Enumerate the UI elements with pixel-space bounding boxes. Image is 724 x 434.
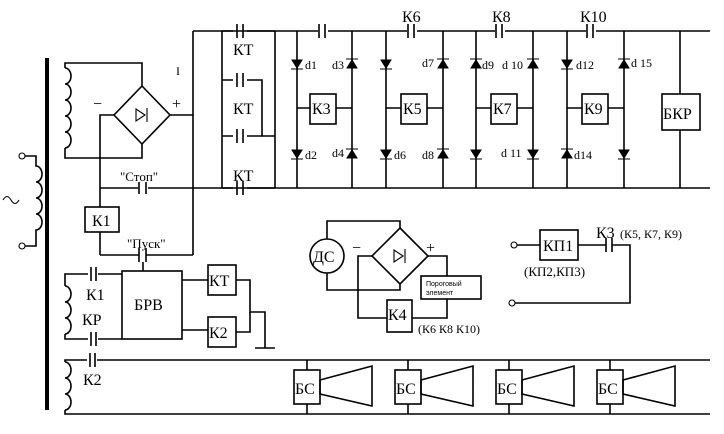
kt-top-label: КТ bbox=[233, 42, 254, 59]
d14-label: d14 bbox=[574, 148, 592, 162]
d10-label: d 10 bbox=[502, 58, 523, 72]
secondary-winding-top bbox=[64, 62, 143, 159]
k4-label: К4 bbox=[388, 307, 407, 324]
kt-mid-label: КТ bbox=[233, 101, 254, 118]
stop-label: "Стоп" bbox=[120, 169, 158, 184]
d3-label: d3 bbox=[332, 58, 344, 72]
k6-contact-label: К6 bbox=[402, 9, 421, 26]
kp-note: (КП2,КП3) bbox=[524, 264, 585, 279]
kr-contact-label: КР bbox=[82, 312, 102, 329]
k5-label: К5 bbox=[403, 101, 422, 118]
bs-unit-1: БС bbox=[293, 360, 373, 414]
d4-label: d4 bbox=[332, 146, 344, 160]
k3-label: К3 bbox=[312, 101, 331, 118]
k9-label: К9 bbox=[584, 101, 603, 118]
kp1-branch: КП1 (КП2,КП3) К3 (К5, К7, К9) bbox=[508, 225, 682, 307]
relay-k3 bbox=[309, 93, 337, 125]
d9-label: d9 bbox=[482, 58, 494, 72]
k3-note: (К5, К7, К9) bbox=[620, 227, 682, 241]
relay-k5 bbox=[400, 93, 428, 125]
relay-k4 bbox=[386, 299, 413, 333]
relay-k1 bbox=[84, 206, 120, 233]
k2-contact-label: К2 bbox=[83, 372, 102, 389]
plus-label: + bbox=[172, 96, 181, 113]
ds-minus-label: − bbox=[352, 240, 361, 257]
kp1-label: КП1 bbox=[543, 238, 573, 255]
bs-circuit: К2 БС БС БС БС bbox=[64, 353, 710, 415]
marker-label: I bbox=[176, 64, 180, 78]
d2-label: d2 bbox=[305, 148, 317, 162]
pusk-label: "Пуск" bbox=[127, 236, 166, 251]
d11-label: d 11 bbox=[501, 146, 522, 160]
d15-label: d 15 bbox=[631, 56, 652, 70]
threshold-element bbox=[420, 275, 482, 300]
ds-plus-label: + bbox=[426, 240, 435, 257]
d12-label: d12 bbox=[576, 58, 594, 72]
stop-k1-branch: "Стоп" К1 "Пуск" bbox=[84, 169, 193, 271]
ds-sensor-branch: ДС − + Пороговый элемент К4 (К6 К8 К10) bbox=[309, 220, 482, 336]
brv-block: К1 КР БРВ КТ К2 bbox=[64, 264, 275, 349]
bs-unit-4: БС bbox=[596, 360, 676, 414]
k1-coil-label: К1 bbox=[92, 213, 111, 230]
minus-label: − bbox=[93, 96, 102, 113]
d7-label: d7 bbox=[422, 56, 434, 70]
d6-label: d6 bbox=[394, 148, 406, 162]
kt-bot-label: КТ bbox=[233, 168, 254, 185]
kt-coil-label: КТ bbox=[209, 273, 230, 290]
bus-contacts: К6 К8 К10 bbox=[318, 9, 607, 42]
k8-contact-label: К8 bbox=[492, 9, 511, 26]
k7-label: К7 bbox=[493, 101, 512, 118]
bs-unit-3: БС bbox=[495, 360, 575, 414]
transformer-primary bbox=[2, 152, 43, 250]
relay-k2 bbox=[207, 316, 237, 348]
bs-label-2: БС bbox=[396, 381, 416, 398]
threshold-label-2: элемент bbox=[426, 290, 454, 297]
bs-label-1: БС bbox=[295, 381, 315, 398]
diode-ladder: К3 К5 К7 К9 БКР d1 d2 d3 d4 d6 d7 d8 d9 … bbox=[291, 31, 701, 188]
k3-contact-label: К3 bbox=[596, 225, 615, 242]
bs-label-3: БС bbox=[497, 381, 517, 398]
bs-unit-2: БС bbox=[394, 360, 474, 414]
block-bkr bbox=[661, 93, 701, 131]
k4-note: (К6 К8 К10) bbox=[418, 322, 480, 336]
bkr-label: БКР bbox=[663, 106, 692, 123]
k2-coil-label: К2 bbox=[209, 325, 228, 342]
relay-k7 bbox=[490, 93, 518, 125]
relay-k9 bbox=[581, 93, 609, 125]
ds-label: ДС bbox=[313, 249, 335, 266]
k1-contact-label: К1 bbox=[86, 287, 105, 304]
threshold-label-1: Пороговый bbox=[426, 280, 462, 288]
k10-contact-label: К10 bbox=[580, 9, 607, 26]
rectifier-bridge-top: − + I bbox=[93, 64, 181, 146]
kt-contacts: КТ КТ КТ bbox=[221, 24, 276, 195]
d8-label: d8 bbox=[422, 148, 434, 162]
bs-label-4: БС bbox=[598, 381, 618, 398]
d1-label: d1 bbox=[305, 58, 317, 72]
brv-label: БРВ bbox=[134, 297, 163, 314]
